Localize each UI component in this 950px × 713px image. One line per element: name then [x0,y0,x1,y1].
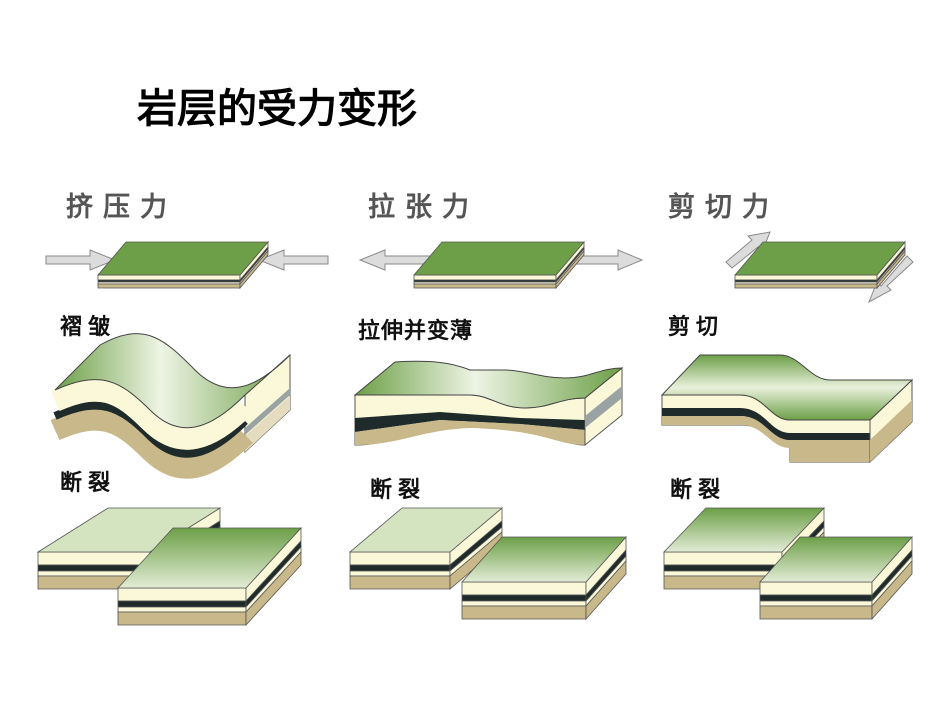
layer-front [461,594,587,602]
fault-block-right-3 [759,535,913,621]
layer-front [413,283,557,289]
layer-front [461,605,587,620]
layer-side [876,249,906,290]
layer-front [413,274,557,281]
layer-front [117,611,247,626]
arrow-right-icon [574,249,644,271]
undeformed-slab-tension [413,240,585,290]
layer-front [117,600,247,608]
layer-front [349,575,451,590]
layer-top [36,507,222,553]
layer-front [759,594,873,602]
label-fault-2: 断裂 [370,477,426,503]
layer-front [759,605,873,620]
layer-side [239,249,269,290]
arrow-right-icon [45,249,117,271]
layer-top [663,507,825,553]
layer-top [97,241,269,276]
layer-front [37,564,151,572]
layer-front [117,606,247,613]
layer-side [555,249,585,290]
layer-side [245,550,302,627]
slide-title: 岩层的受力变形 [137,86,417,132]
layer-front [734,283,878,289]
layer-front [461,600,587,607]
layer-front [349,564,451,572]
layer-front [349,570,451,577]
arrow-left-icon [257,249,329,271]
layer-top [734,241,906,276]
label-stretch-thin: 拉伸并变薄 [358,318,473,344]
label-fold: 褶皱 [60,314,116,340]
shear-diagram [660,354,914,464]
layer-front [663,551,783,566]
label-fault-1: 断裂 [60,470,116,496]
force-label-tension: 拉张力 [368,191,479,223]
force-label-shear: 剪切力 [668,191,779,223]
layer-front [759,600,873,607]
arrow-left-icon [358,249,431,271]
fault-block-left-2 [348,507,504,590]
layer-front [663,570,783,577]
layer-top [348,507,504,553]
layer-front [461,581,587,596]
undeformed-slab-shear [734,240,906,290]
layer-side [585,559,627,621]
layer-front [117,587,247,602]
layer-top [413,241,585,276]
fault-block-right-2 [461,535,627,621]
layer-front [349,551,451,566]
label-shear: 剪切 [668,314,724,340]
layer-front [37,551,151,566]
label-fault-3: 断裂 [670,477,726,503]
layer-front [97,283,241,289]
arrow-down-left-icon [868,255,914,304]
layer-front [663,564,783,572]
fault-block-right-1 [117,526,302,627]
force-label-compression: 挤压力 [66,192,177,223]
layer-front [734,274,878,281]
layer-side [871,559,913,621]
layer-top [117,527,302,589]
layer-front [759,581,873,596]
fold-diagram [50,333,291,479]
layer-top [759,536,913,583]
stretch-diagram [353,360,624,447]
layer-top [461,536,627,583]
layer-front [97,274,241,281]
undeformed-slab-compression [97,240,269,290]
